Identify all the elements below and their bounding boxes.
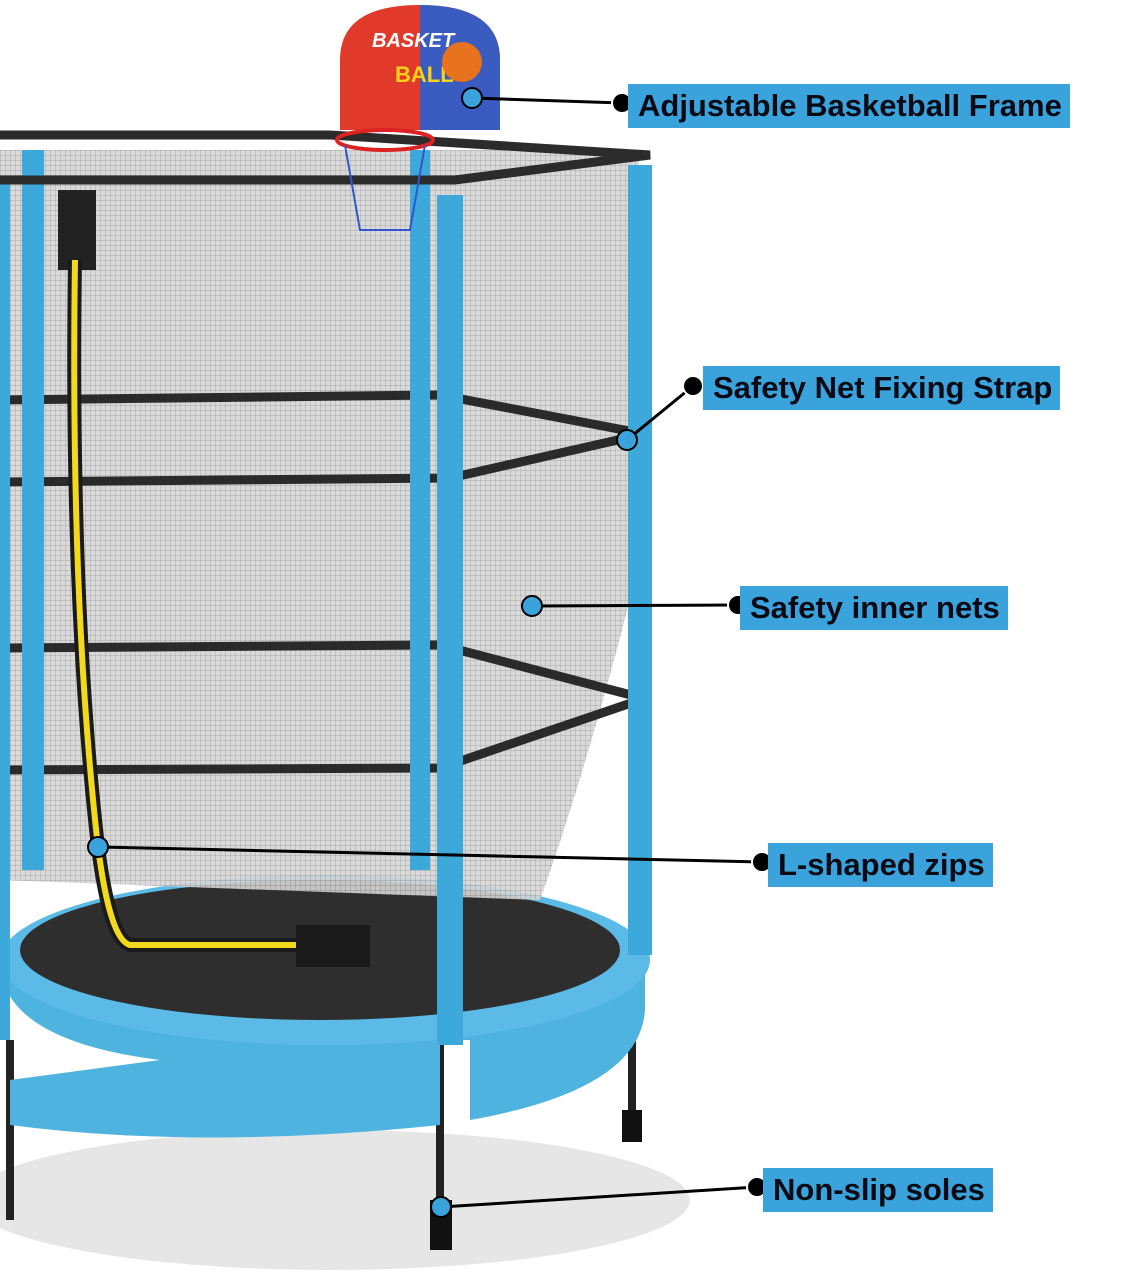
callout-lines [97, 96, 763, 1209]
callout-non-slip-soles: Non-slip soles [763, 1168, 993, 1212]
callout-net-fixing-strap: Safety Net Fixing Strap [703, 366, 1061, 410]
poles [0, 150, 652, 1045]
zip-pull [58, 190, 96, 270]
top-frame [0, 130, 651, 185]
backboard-text: BASKET [372, 30, 456, 52]
callout-basketball-frame: Adjustable Basketball Frame [628, 84, 1070, 128]
basketball-icon [442, 42, 482, 82]
callout-inner-nets: Safety inner nets [740, 586, 1008, 630]
safety-net [0, 150, 640, 900]
zip-end [296, 925, 370, 967]
callout-target-dots [87, 87, 638, 1218]
hoop-rim [335, 128, 435, 152]
non-slip-sole [622, 1110, 642, 1142]
callout-l-shaped-zips: L-shaped zips [768, 843, 993, 887]
l-shaped-zip [71, 259, 300, 948]
hoop-net [344, 144, 426, 231]
floor-shadow [0, 1130, 690, 1270]
